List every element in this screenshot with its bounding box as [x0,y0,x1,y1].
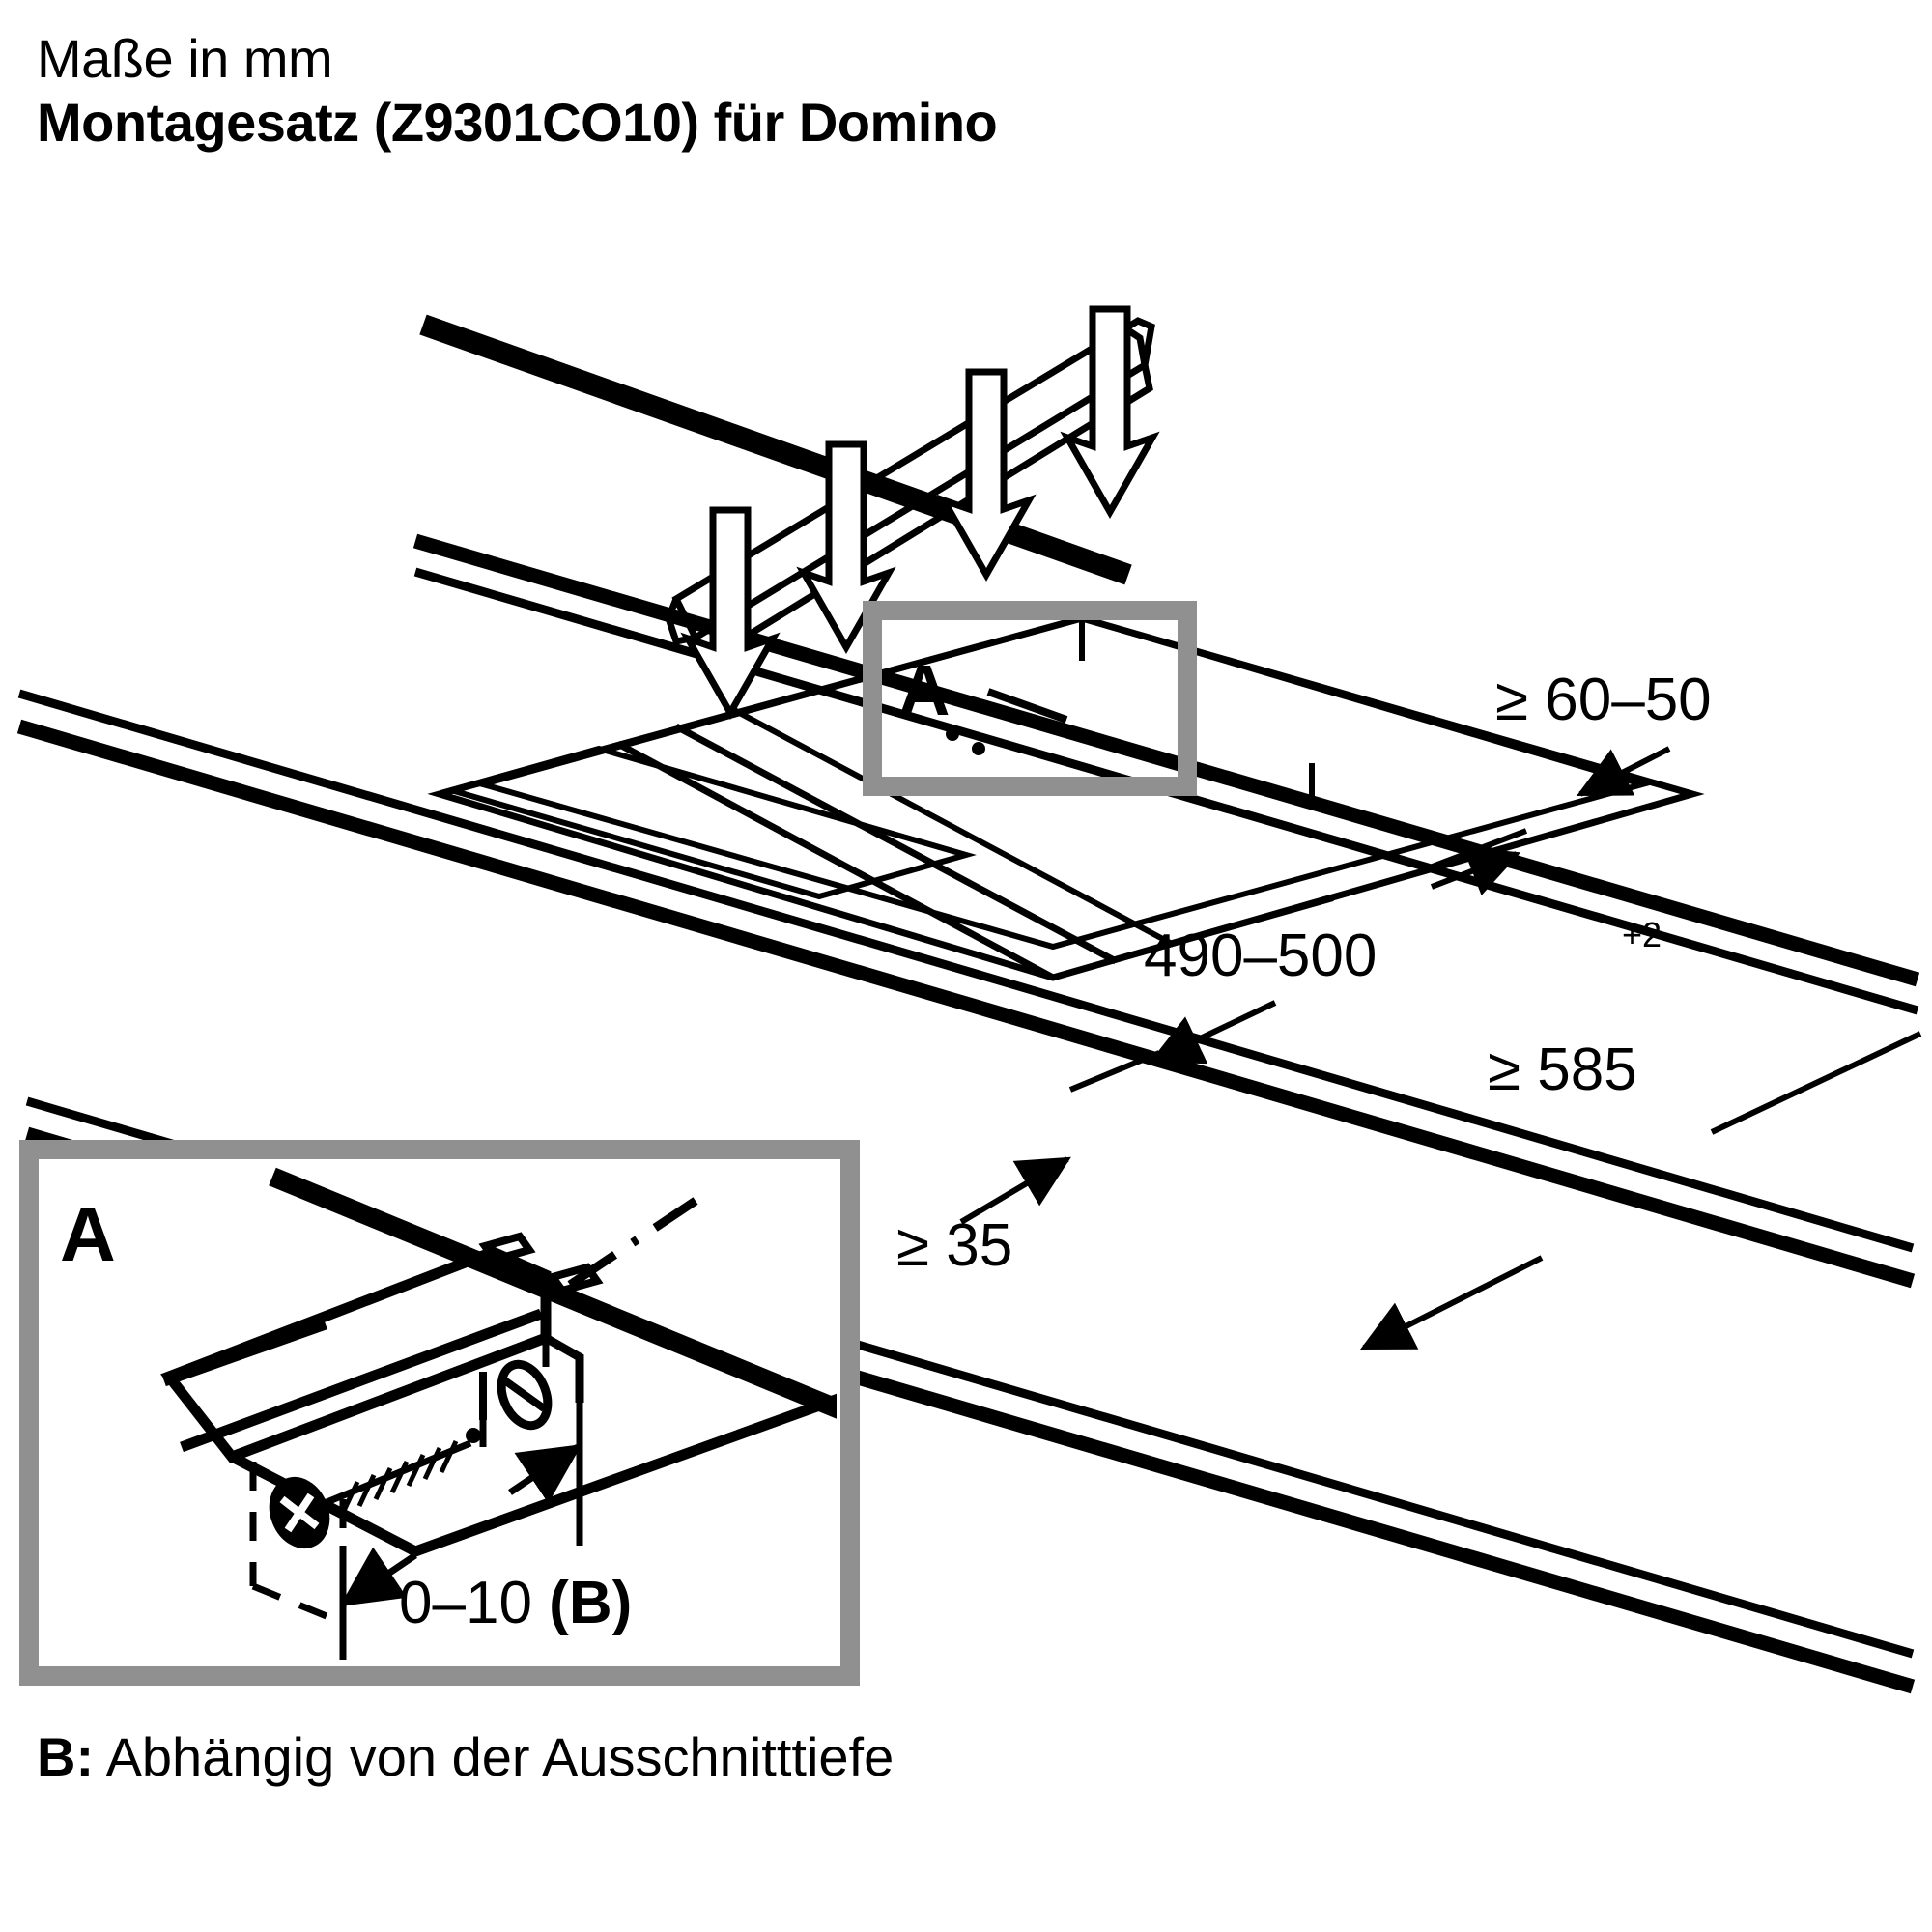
dim-worktop-depth-arrow-lower [1359,1255,1544,1350]
cutout-divider-line-a [616,740,1055,981]
screw-tip [466,1428,481,1443]
dim-cutout-width: 490–500 +2 [1068,828,1662,1093]
screw-threads [340,1439,459,1515]
dim-worktop-depth: ≥ 585 [1359,1031,1922,1350]
detail-clip-tab-2 [546,1263,604,1295]
rail-hatch-2 [1010,709,1092,745]
footnote-prefix: B: [37,1726,95,1787]
worktop-rear-edge-line-inner [16,719,1916,1289]
dim-cutout-width-arrow-lower [1149,1000,1277,1065]
dim-depth-clearance: ≥ 60–50 [1495,667,1712,797]
screw-hole-dot-1 [946,727,959,741]
screw-icon [269,1428,481,1548]
detail-rail-lower-line [180,1308,543,1453]
down-arrow-icon-2 [936,368,1037,582]
page-subtitle: Maße in mm [37,28,333,89]
detail-screw-hole [497,1359,553,1431]
cutout-inner-rim [471,614,1653,951]
install-arrows-group [680,305,1160,721]
dim-cutout-width-label: 490–500 [1144,923,1377,989]
detail-dim-arrow-left [339,1547,417,1606]
screw-head-slot-b [284,1492,315,1533]
screw-shaft [323,1439,472,1507]
cutout-divider-line-b [674,723,1118,965]
dim-cutout-width-tolerance: +2 [1622,915,1662,954]
rail-right-end-cap [1123,317,1155,366]
cutout-right-lower-edge [1052,895,1334,980]
worktop-far-edge-line-thick [412,533,1920,987]
cutout-left-chamber [440,745,977,900]
detail-clip-tab-1 [478,1232,536,1264]
dim-front-edge-distance: ≥ 35 [896,1156,1071,1279]
dim-worktop-depth-label: ≥ 585 [1488,1037,1637,1103]
title-block: Maße in mm Montagesatz (Z9301CO10) für D… [37,27,1776,155]
rail-hatch-1 [986,688,1068,724]
page-title: Montagesatz (Z9301CO10) für Domino [37,92,998,154]
detail-rail-step [543,1334,584,1403]
dim-worktop-depth-ext-upper [1710,1031,1922,1135]
detail-dim-arrow-right [508,1444,582,1504]
dim-cutout-width-arrow-upper [1430,846,1521,896]
rail-top-face [671,324,1149,642]
detail-screw-hole-slot [500,1376,547,1412]
dim-depth-clearance-leader [1576,746,1671,797]
detail-rail-profile [160,1246,552,1463]
detail-dim-value: 0–10 [399,1570,532,1636]
detail-worktop-edge-thick [269,1167,837,1419]
screw-hole-dot-2 [972,742,985,755]
detail-dim-ref: (B) [549,1570,632,1636]
footnote-text: Abhängig von der Ausschnitttiefe [94,1726,895,1787]
dim-front-edge-arrow [959,1156,1071,1225]
footnote-caption: B: Abhängig von der Ausschnitttiefe [37,1725,894,1788]
callout-box-a-border [863,601,1197,796]
down-arrow-icon-4 [680,506,781,721]
callout-box-a[interactable]: A [863,601,1197,796]
detail-dim-label: 0–10 (B) [399,1570,632,1636]
dim-front-edge-label: ≥ 35 [896,1212,1012,1279]
down-arrow-icon-1 [1060,305,1160,520]
detail-view-a-label: A [60,1191,116,1277]
dim-depth-clearance-label: ≥ 60–50 [1495,667,1712,733]
detail-view-a[interactable]: A [19,1140,860,1686]
detail-rail-top-line [162,1319,327,1387]
cutout-divider-line-c [732,707,1176,948]
worktop-rear-edge-line-outer [17,689,1915,1253]
dim-cutout-width-ext-lower [1068,1050,1161,1093]
callout-box-a-label: A [898,650,950,730]
